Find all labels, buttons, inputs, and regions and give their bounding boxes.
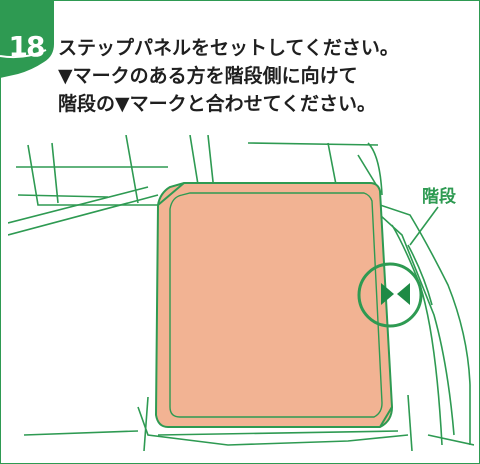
alignment-callout-circle [357,262,423,328]
instruction-line-2: ▼マークのある方を階段側に向けて [58,65,358,87]
instruction-line-1: ステップパネルをセットしてください。 [58,37,399,59]
label-leader-line [409,206,439,246]
bottom-rails [23,394,413,452]
step-panel-illustration [8,135,474,452]
step-panel-inner-edge [169,192,383,418]
panel-triangle-marker [381,283,394,305]
stair-triangle-marker [397,283,410,305]
instruction-text: ステップパネルをセットしてください。 ▼マークのある方を階段側に向けて 階段の▼… [58,34,473,118]
step-badge: 18 [0,0,54,78]
step-number: 18 [8,30,46,63]
instruction-line-3: 階段の▼マークと合わせてください。 [58,93,377,115]
step-panel [154,182,394,428]
stairs-label: 階段 [422,187,456,207]
